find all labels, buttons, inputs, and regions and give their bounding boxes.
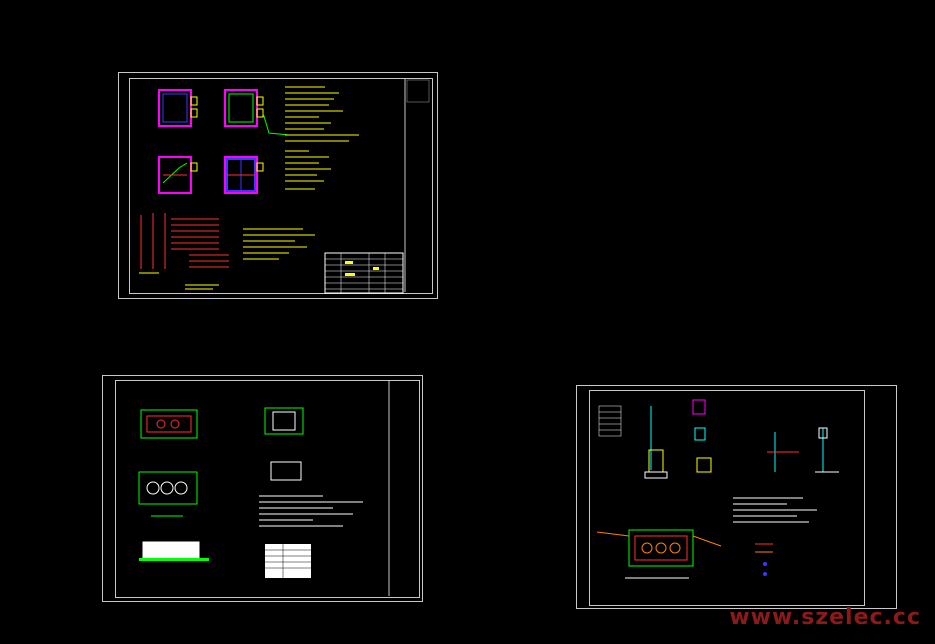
drawing-sheet-1[interactable] — [118, 72, 438, 299]
drawing-sheet-2[interactable] — [102, 375, 423, 602]
drawing-frame-3 — [589, 390, 865, 606]
drawing-content-2 — [138, 380, 390, 596]
drawing-content-1 — [139, 78, 430, 294]
drawing-content-3 — [596, 399, 839, 579]
drawing-sheet-3[interactable] — [576, 385, 897, 609]
drawing-frame-2 — [115, 380, 420, 598]
watermark: www.szelec.cc — [729, 605, 921, 630]
drawing-frame-1 — [129, 78, 433, 294]
